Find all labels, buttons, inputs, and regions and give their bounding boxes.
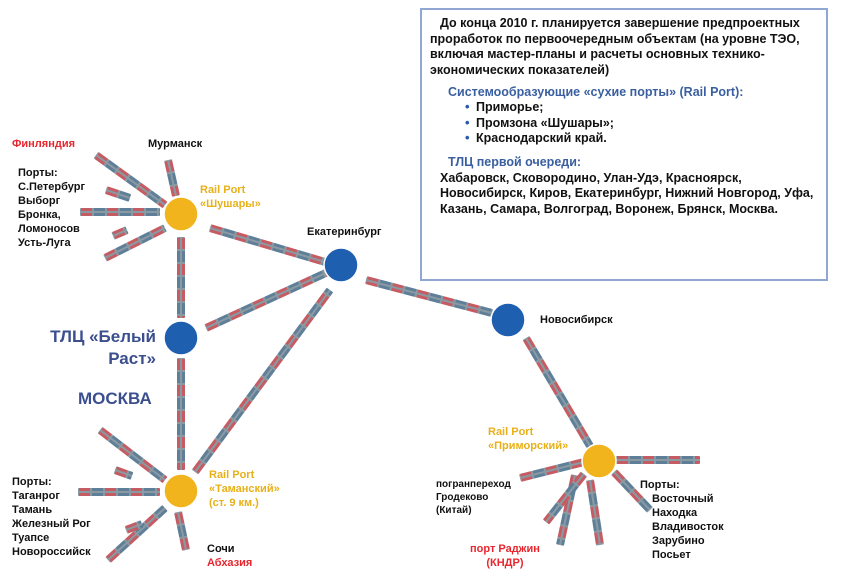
info-intro: До конца 2010 г. планируется завершение … [430, 16, 800, 77]
rajin-line: (КНДР) [486, 557, 524, 569]
node-circles [163, 196, 617, 509]
tamanskiy-rail-port-node [163, 473, 199, 509]
rail-ports-header: Системообразующие «сухие порты» (Rail Po… [448, 85, 744, 99]
shushary-rail-port-label: Rail Port «Шушары» [200, 183, 261, 211]
ports-south-item: Новороссийск [12, 546, 91, 558]
link-shushary-ekaterinburg [209, 224, 326, 266]
link-tamanskiy-ekaterinburg [192, 288, 333, 474]
spoke-ports-east-2 [611, 469, 653, 513]
ports-north-item: Усть-Луга [18, 237, 71, 249]
moskva-label: МОСКВА [78, 389, 152, 408]
finland-label: Финляндия [12, 138, 76, 150]
ports-south-list: Порты: Таганрог Тамань Железный Рог Туап… [12, 475, 91, 559]
rail-port-text: Rail Port [488, 426, 534, 438]
ports-east-list: Порты: Восточный Находка Владивосток Зар… [640, 478, 724, 562]
ports-east-item: Восточный [652, 493, 714, 505]
link-shushary-belyirast [177, 237, 185, 318]
tamanskiy-name: «Таманский» [209, 483, 280, 495]
border-crossing-line: погранпереход [436, 479, 511, 490]
ports-south-item: Железный Рог [12, 518, 91, 530]
rail-port-text: Rail Port [200, 184, 246, 196]
tlc-header: ТЛЦ первой очереди: [448, 154, 582, 169]
primorskiy-rail-port-label: Rail Port «Приморский» [488, 425, 568, 453]
spoke-ports-east-1 [616, 456, 700, 464]
ekaterinburg-label: Екатеринбург [307, 226, 382, 238]
primorskiy-name: «Приморский» [488, 440, 569, 452]
ports-east-item: Зарубино [652, 535, 705, 547]
ports-east-item: Находка [652, 507, 698, 519]
sochi-label: Сочи [207, 543, 235, 555]
ports-east-item: Посьет [652, 549, 691, 561]
primorskiy-rail-port-node [581, 443, 617, 479]
ports-south-item: Порты: [12, 476, 52, 488]
rajin-label: порт Раджин (КНДР) [470, 542, 540, 570]
info-box: До конца 2010 г. планируется завершение … [420, 8, 828, 281]
ekaterinburg-hub-node [323, 247, 359, 283]
novosibirsk-hub-node [490, 302, 526, 338]
belyi-rast-label: ТЛЦ «Белый Раст» [42, 326, 156, 370]
spoke-ports-south-2 [78, 488, 160, 496]
belyi-rast-hub-node [163, 320, 199, 356]
ports-south-item: Тамань [12, 504, 53, 516]
spoke-ports-south-1 [97, 427, 168, 483]
link-belyirast-tamanskiy [177, 358, 185, 470]
train-tracks [78, 152, 700, 563]
spoke-ports-north-1 [80, 208, 160, 216]
rail-port-item: Краснодарский край. [465, 130, 818, 147]
spoke-murmansk [164, 159, 180, 197]
ports-east-item: Владивосток [652, 521, 724, 533]
ports-east-item: Порты: [640, 479, 680, 491]
ports-north-item: Бронка, [18, 209, 61, 221]
border-crossing-line: Гродеково [436, 492, 489, 503]
rail-port-item: Промзона «Шушары»; [465, 115, 818, 132]
spoke-small [105, 186, 132, 202]
spoke-small [111, 226, 129, 240]
spoke-ports-south-3 [105, 505, 168, 563]
tamanskiy-rail-port-label: Rail Port «Таманский» (ст. 9 км.) [209, 468, 280, 510]
rail-port-text: Rail Port [209, 469, 255, 481]
ports-north-item: Выборг [18, 195, 61, 207]
ports-north-item: С.Петербург [18, 181, 86, 193]
ports-south-item: Таганрог [12, 490, 60, 502]
spoke-sochi [174, 511, 190, 551]
rajin-line: порт Раджин [470, 543, 540, 555]
spoke-small [124, 520, 144, 534]
link-novosibirsk-primorskiy [522, 336, 594, 448]
spoke-ports-north-2 [103, 224, 167, 262]
belyi-rast-line1: ТЛЦ «Белый [50, 327, 156, 346]
tamanskiy-note: (ст. 9 км.) [209, 497, 259, 509]
rail-ports-list: Приморье; Промзона «Шушары»; Краснодарск… [430, 99, 818, 147]
shushary-name: «Шушары» [200, 198, 261, 210]
spoke-finland [94, 152, 167, 208]
link-belyirast-ekaterinburg [204, 268, 330, 332]
border-crossing-line: (Китай) [436, 505, 472, 516]
ports-south-item: Туапсе [12, 532, 50, 544]
ports-north-item: Порты: [18, 167, 58, 179]
ports-north-list: Порты: С.Петербург Выборг Бронка, Ломоно… [18, 166, 85, 250]
link-ekaterinburg-novosibirsk [365, 276, 493, 317]
tlc-list: Хабаровск, Сковородино, Улан-Удэ, Красно… [440, 170, 814, 216]
ports-north-item: Ломоносов [18, 223, 80, 235]
rail-port-item: Приморье; [465, 99, 818, 116]
spoke-south-east [543, 471, 587, 525]
abkhazia-label: Абхазия [207, 557, 253, 569]
murmansk-label: Мурманск [148, 138, 203, 150]
shushary-rail-port-node [163, 196, 199, 232]
novosibirsk-label: Новосибирск [540, 314, 613, 326]
spoke-small [113, 466, 134, 480]
spoke-border-crossing [519, 458, 585, 482]
border-crossing-label: погранпереход Гродеково (Китай) [436, 478, 511, 517]
belyi-rast-line2: Раст» [108, 349, 156, 368]
spoke-rajin-2 [586, 479, 604, 546]
